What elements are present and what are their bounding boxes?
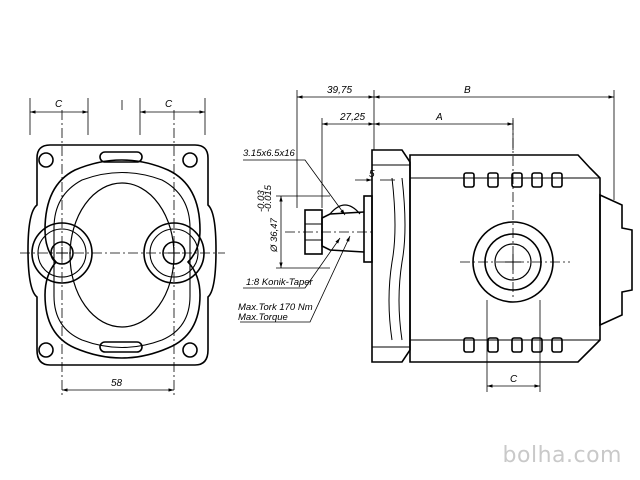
- dim-label-39-75: 39,75: [327, 85, 352, 96]
- side-key: [329, 204, 361, 215]
- side-port-cross: [505, 254, 521, 270]
- note-shaft-diameter: Ø 36,47: [269, 217, 280, 253]
- note-torque-line1: Max.Tork 170 Nm: [238, 302, 313, 313]
- front-bolt-hole-br: [182, 342, 198, 358]
- side-bottom-slot-5: [551, 337, 563, 353]
- front-port-crosses: [56, 247, 180, 259]
- side-dimensions: [240, 90, 615, 392]
- side-top-slot-2: [487, 172, 499, 188]
- side-body: [409, 154, 601, 363]
- front-top-slot: [99, 151, 143, 163]
- dim-label-left-c: C: [55, 99, 63, 110]
- front-center-lines: [20, 100, 225, 395]
- front-bolt-hole-bl: [38, 342, 54, 358]
- dim-label-5: 5: [369, 169, 375, 180]
- side-bottom-slot-3: [511, 337, 523, 353]
- side-end-cap: [599, 193, 633, 327]
- side-bottom-slot-2: [487, 337, 499, 353]
- dim-label-27-25: 27,25: [339, 112, 365, 123]
- front-inner-pocket-2: [53, 171, 191, 349]
- front-bolt-hole-tl: [38, 152, 54, 168]
- side-top-slot-5: [551, 172, 563, 188]
- note-shaft-tol-upper: -0.03: [256, 190, 267, 212]
- dim-label-right-c: C: [165, 99, 173, 110]
- note-taper: 1:8 Konik-Taper: [246, 277, 314, 288]
- watermark: bolha.com: [502, 443, 622, 468]
- front-bolt-hole-tr: [182, 152, 198, 168]
- side-top-slot-4: [531, 172, 543, 188]
- note-shaft-tol-lower: -0.015: [263, 184, 274, 212]
- side-bottom-slot-4: [531, 337, 543, 353]
- side-top-slot-3: [511, 172, 523, 188]
- note-key-spec: 3.15x6.5x16: [243, 148, 295, 159]
- note-torque-line2: Max.Torque: [238, 312, 288, 323]
- leader-key-spec: [243, 159, 346, 216]
- front-bottom-slot: [99, 341, 143, 353]
- side-break-line: [388, 177, 396, 341]
- side-top-slot-1: [463, 172, 475, 188]
- side-pilot: [363, 195, 373, 263]
- dim-label-58: 58: [111, 378, 123, 389]
- dim-label-a: A: [435, 112, 443, 123]
- leader-taper: [243, 237, 341, 289]
- side-view: [304, 149, 633, 363]
- dim-label-b: B: [464, 85, 471, 96]
- side-port-bore: [494, 243, 532, 281]
- front-dimensions: [29, 98, 206, 392]
- front-housing-outline: [27, 144, 217, 366]
- front-view: [27, 144, 217, 366]
- side-bottom-slot-1: [463, 337, 475, 353]
- dim-label-bottom-c: C: [510, 374, 518, 385]
- leader-torque: [240, 235, 351, 323]
